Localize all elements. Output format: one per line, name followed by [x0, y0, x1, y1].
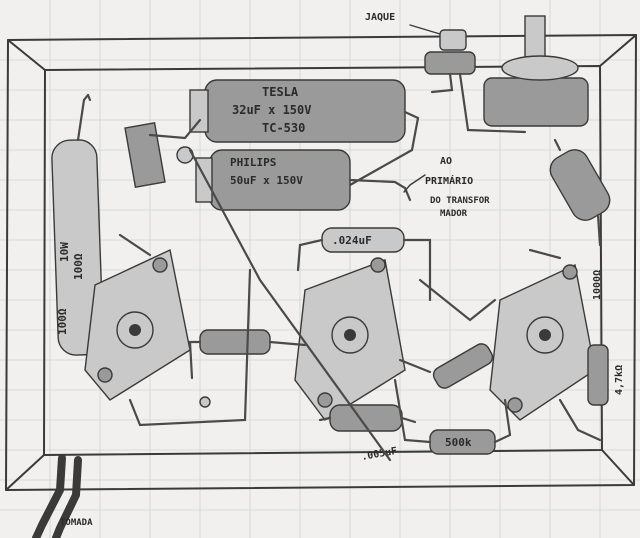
cap-005-label: .005uF: [361, 446, 398, 463]
tube-socket-3: [489, 263, 596, 421]
tube-socket-2: [294, 257, 406, 421]
resistor-250ohm: [188, 329, 307, 408]
res-1000-label: 1000Ω: [592, 270, 603, 300]
cap-philips-value: 50uF x 150V: [230, 174, 303, 187]
chassis-outline: [5, 34, 637, 491]
resistor-diagonal: [432, 343, 494, 389]
jack-connector: JAQUE: [365, 12, 527, 134]
power-cord-label: TOMADA: [60, 518, 93, 528]
rectifier-bracket: [124, 118, 202, 188]
resistor-right-cylinder: [549, 138, 611, 247]
capacitor-philips: PHILIPS 50uF x 150V: [195, 149, 412, 211]
transformer-note: AO PRIMÁRIO DO TRANSFOR MADOR: [403, 156, 490, 219]
jack-label: JAQUE: [365, 12, 395, 23]
resistor-100ohm-b-label: 100Ω: [72, 253, 85, 280]
transformer-note-2: PRIMÁRIO: [425, 174, 473, 187]
cap-tesla-value: 32uF x 150V: [232, 103, 311, 117]
cap-philips-brand: PHILIPS: [230, 156, 276, 169]
transformer-note-3: DO TRANSFOR: [430, 196, 490, 206]
capacitor-tesla: TESLA 32uF x 150V TC-530: [189, 79, 420, 187]
res-500k-label: 500k: [445, 436, 472, 449]
potentiometer: [483, 15, 589, 127]
resistor-500k: 500k: [393, 378, 512, 455]
cap-tesla-brand: TESLA: [262, 85, 299, 99]
res-47k-label: 4,7kΩ: [614, 365, 625, 395]
capacitor-024uf: .024uF: [296, 227, 432, 302]
wiring: [118, 148, 602, 462]
cap-024-label: .024uF: [332, 234, 372, 247]
power-cord: TOMADA: [32, 454, 93, 538]
cap-tesla-code: TC-530: [262, 121, 305, 135]
tube-socket-1: [84, 248, 191, 401]
transformer-note-4: MADOR: [440, 209, 468, 219]
transformer-note-1: AO: [440, 156, 452, 167]
resistor-100ohm-label: 100Ω: [56, 308, 69, 335]
resistor-right-vertical: 4,7kΩ 1000Ω: [587, 270, 625, 406]
resistor-10w: 100Ω 10W 100Ω: [51, 93, 104, 356]
resistor-10w-label: 10W: [58, 242, 71, 262]
